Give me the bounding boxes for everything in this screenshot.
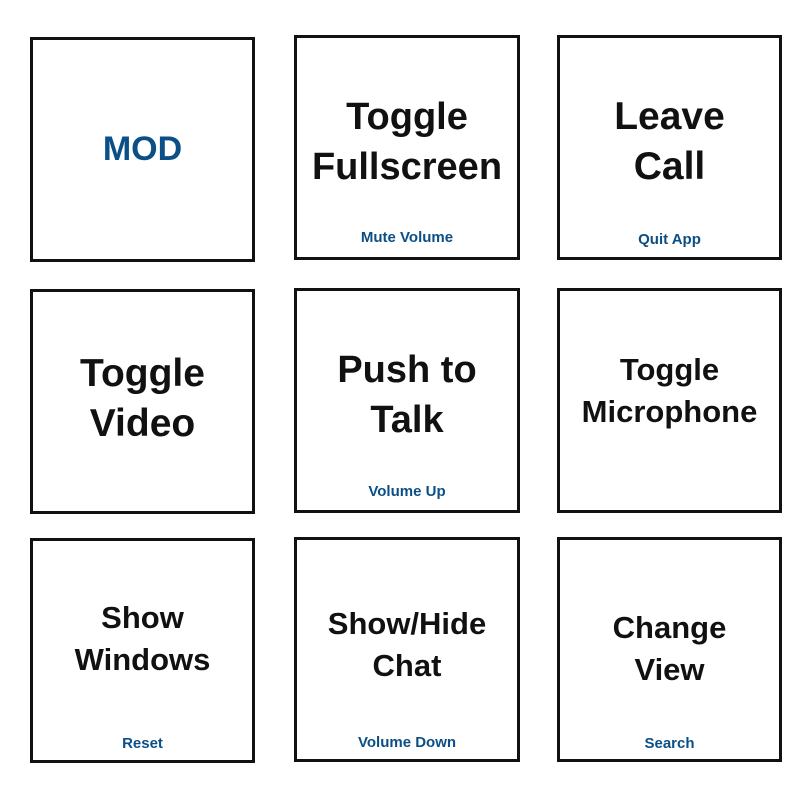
label-line-1: Show/Hide xyxy=(327,606,487,641)
label-line-2: Call xyxy=(633,145,706,188)
push-to-talk-key[interactable]: Push to Talk Volume Up xyxy=(294,288,520,513)
label-line-2: Microphone xyxy=(581,394,758,429)
label-line-1: Toggle xyxy=(346,96,468,138)
toggle-microphone-key[interactable]: Toggle Microphone xyxy=(557,288,782,513)
change-view-label: Change View xyxy=(560,607,779,691)
change-view-key[interactable]: Change View Search xyxy=(557,537,782,762)
toggle-video-key[interactable]: Toggle Video xyxy=(30,289,255,514)
label-line-1: Toggle xyxy=(619,352,720,387)
toggle-fullscreen-label: Toggle Fullscreen xyxy=(297,92,517,192)
reset-secondary-label: Reset xyxy=(122,735,163,752)
label-line-2: Windows xyxy=(74,642,211,677)
mod-key-label: MOD xyxy=(102,130,183,168)
toggle-video-label: Toggle Video xyxy=(33,349,252,449)
show-hide-chat-label: Show/Hide Chat xyxy=(297,603,517,687)
toggle-fullscreen-key[interactable]: Toggle Fullscreen Mute Volume xyxy=(294,35,520,260)
label-line-1: Push to xyxy=(337,349,477,391)
label-line-2: View xyxy=(634,652,705,687)
search-secondary-label: Search xyxy=(644,735,695,752)
label-line-2: Fullscreen xyxy=(311,146,503,188)
label-line-1: Change xyxy=(612,610,727,645)
label-line-2: Chat xyxy=(372,648,442,683)
push-to-talk-label: Push to Talk xyxy=(297,345,517,445)
toggle-microphone-label: Toggle Microphone xyxy=(560,349,779,433)
show-windows-key[interactable]: Show Windows Reset xyxy=(30,538,255,763)
mod-key[interactable]: MOD xyxy=(30,37,255,262)
label-line-1: Leave xyxy=(614,95,725,138)
show-hide-chat-key[interactable]: Show/Hide Chat Volume Down xyxy=(294,537,520,762)
mute-volume-secondary-label: Mute Volume xyxy=(360,229,454,246)
quit-app-secondary-label: Quit App xyxy=(638,231,701,248)
label-line-2: Talk xyxy=(370,399,444,441)
show-windows-label: Show Windows xyxy=(33,597,252,681)
leave-call-label: Leave Call xyxy=(560,92,779,192)
label-line-1: Show xyxy=(101,600,184,635)
leave-call-key[interactable]: Leave Call Quit App xyxy=(557,35,782,260)
label-line-1: Toggle xyxy=(80,352,205,395)
volume-up-secondary-label: Volume Up xyxy=(368,483,446,500)
label-line-2: Video xyxy=(89,402,196,445)
volume-down-secondary-label: Volume Down xyxy=(357,734,457,751)
